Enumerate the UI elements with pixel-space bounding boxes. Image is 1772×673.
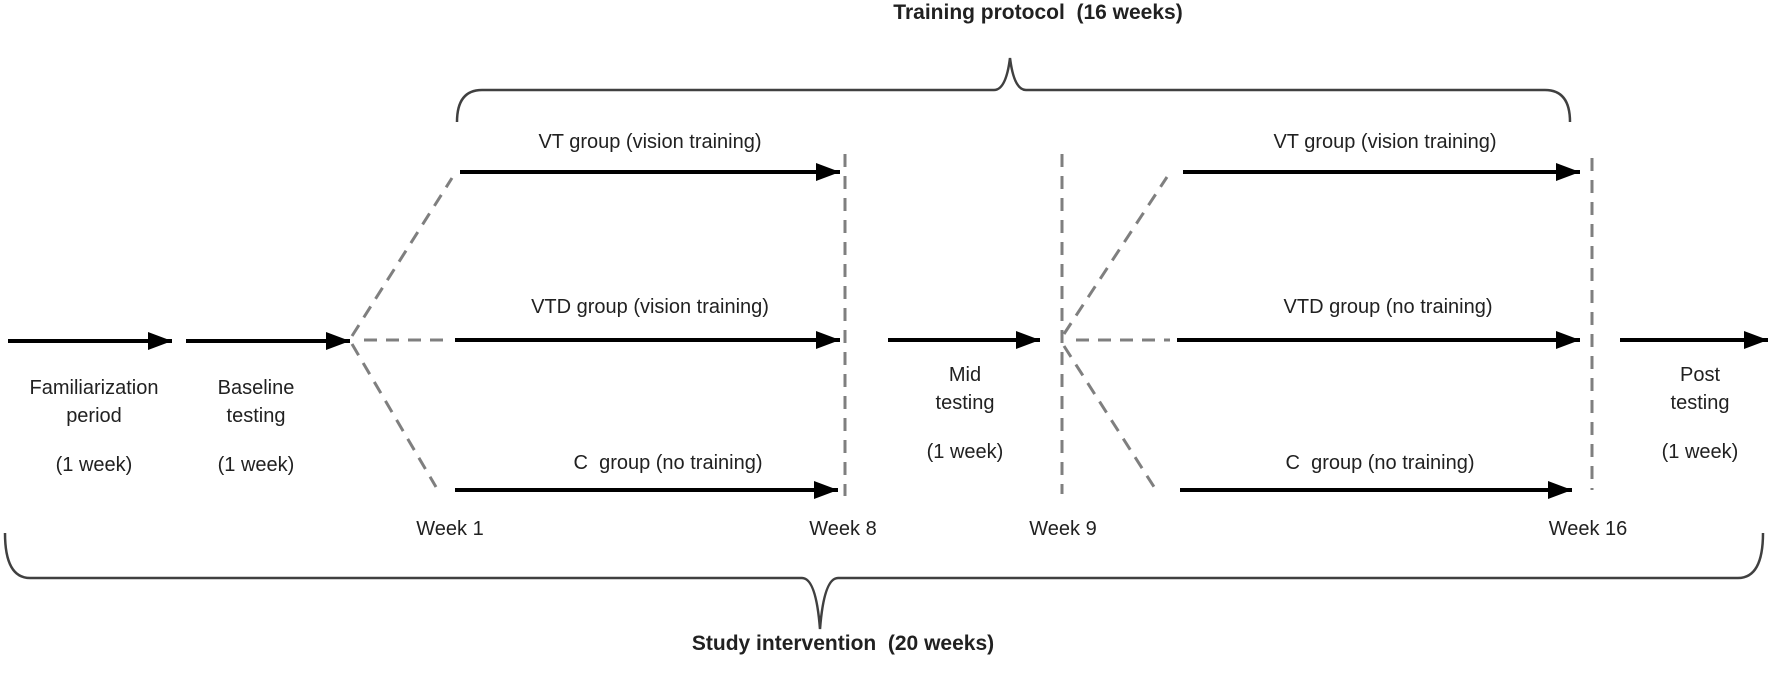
split1-up-connector [350,177,454,337]
stage-name-line: testing [1670,392,1730,414]
training-protocol-title: Training protocol (16 weeks) [893,1,1183,24]
week-9-marker: Week 9 [1029,518,1097,540]
split2-down-connector [1062,345,1158,491]
phase2-vtd-group-label: VTD group (no training) [1283,296,1493,318]
stage-name-line: period [66,405,122,427]
phase1-c-group-label: C group (no training) [573,452,763,474]
stage-post-testing: Post testing (1 week) [1662,361,1739,463]
split1-down-connector [350,343,438,488]
stage-duration: (1 week) [217,454,295,476]
bottom-brace [3,532,1765,630]
stage-name-line: testing [226,405,286,427]
stage-name-line: Familiarization [29,377,159,399]
stage-name-line: Post [1679,364,1721,386]
week-8-marker: Week 8 [809,518,877,540]
phase2-c-group-label: C group (no training) [1285,452,1475,474]
stage-name-line: Mid [948,364,982,386]
stage-duration: (1 week) [926,441,1004,463]
stage-duration: (1 week) [1661,441,1739,463]
week-16-marker: Week 16 [1548,518,1628,540]
stage-baseline-testing: Baseline testing (1 week) [218,374,295,476]
stage-mid-testing: Mid testing (1 week) [927,361,1004,463]
phase2-vt-group-label: VT group (vision training) [1273,131,1497,153]
week-1-marker: Week 1 [416,518,484,540]
stage-familiarization: Familiarization period (1 week) [30,374,159,476]
study-intervention-title: Study intervention (20 weeks) [691,632,995,655]
phase1-vtd-group-label: VTD group (vision training) [531,296,769,318]
phase1-vt-group-label: VT group (vision training) [538,131,762,153]
stage-name-line: testing [935,392,995,414]
top-brace [455,57,1572,123]
stage-duration: (1 week) [55,454,133,476]
stage-name-line: Baseline [217,377,295,399]
split2-up-connector [1062,176,1169,335]
